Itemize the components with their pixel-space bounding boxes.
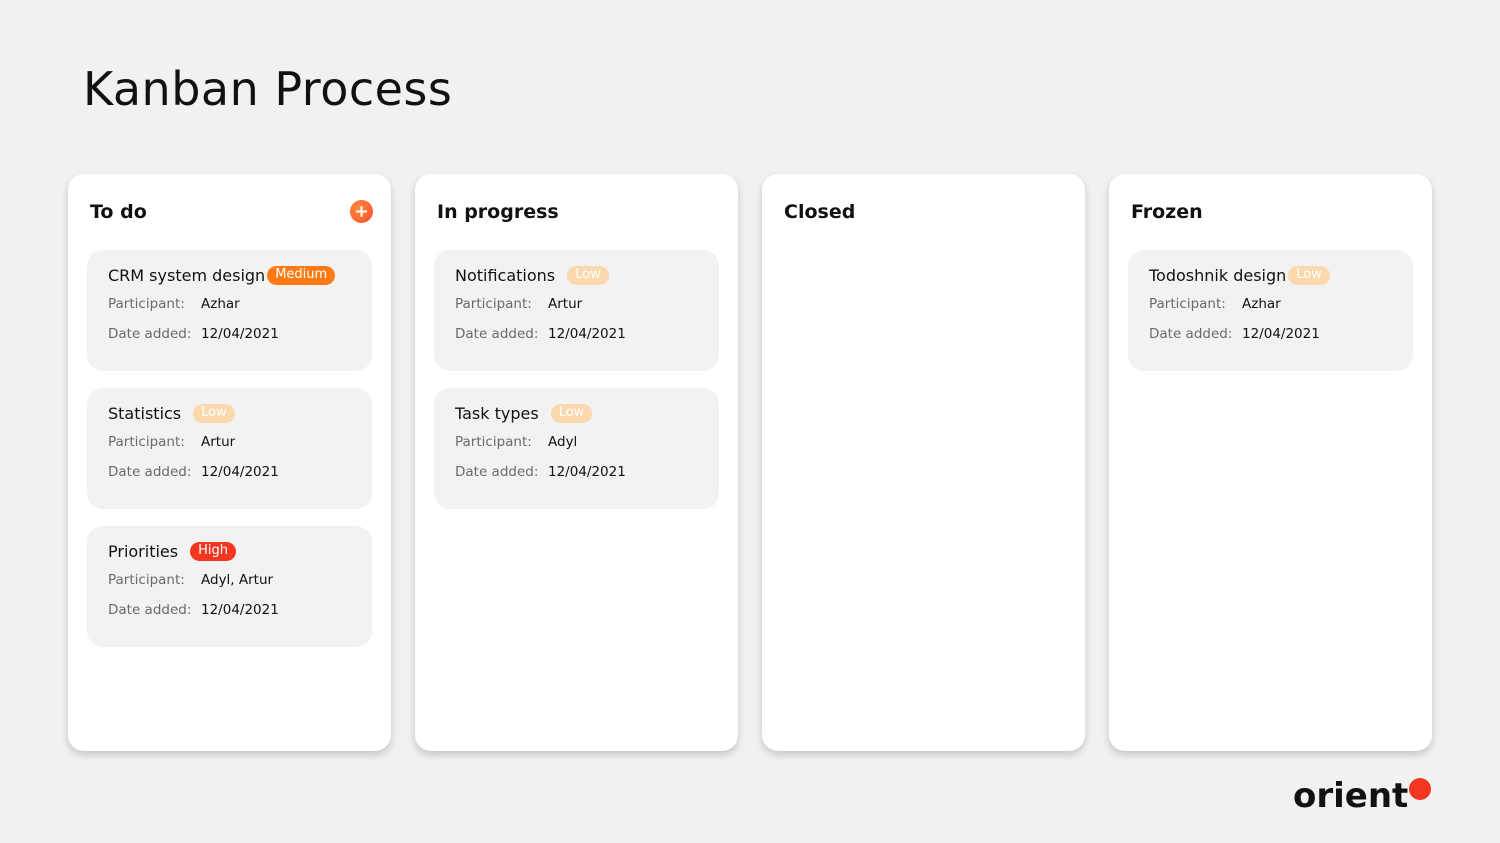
priority-badge: Low (193, 403, 235, 423)
participant-value: Artur (548, 296, 583, 312)
task-card[interactable]: Todoshnik design Low Participant: Azhar … (1128, 250, 1413, 371)
column-header: Closed (781, 174, 1066, 250)
date-label: Date added: (1149, 326, 1233, 342)
priority-badge: Low (567, 265, 609, 285)
task-title: Statistics (108, 403, 182, 423)
card-list: CRM system design Medium Participant: Az… (87, 250, 372, 647)
date-value: 12/04/2021 (201, 464, 279, 480)
participant-value: Azhar (1242, 296, 1281, 312)
column-title: In progress (437, 201, 559, 223)
task-title: Priorities (108, 541, 179, 561)
column-header: Frozen (1128, 174, 1413, 250)
participant-value: Adyl (548, 434, 578, 450)
column-to-do: To do CRM system design Medium Participa… (68, 174, 391, 751)
priority-badge: Medium (267, 265, 336, 285)
task-title: Task types (455, 403, 539, 423)
date-value: 12/04/2021 (201, 602, 279, 618)
task-card[interactable]: Statistics Low Participant: Artur Date a… (87, 388, 372, 509)
task-card[interactable]: CRM system design Medium Participant: Az… (87, 250, 372, 371)
participant-value: Adyl, Artur (201, 572, 274, 588)
column-title: Closed (784, 201, 856, 223)
participant-label: Participant: (455, 296, 532, 312)
participant-label: Participant: (108, 572, 185, 588)
participant-label: Participant: (1149, 296, 1226, 312)
date-label: Date added: (108, 326, 192, 342)
participant-label: Participant: (108, 434, 185, 450)
plus-icon (356, 205, 367, 217)
column-title: Frozen (1131, 201, 1203, 223)
date-label: Date added: (455, 326, 539, 342)
date-label: Date added: (108, 602, 192, 618)
date-value: 12/04/2021 (1242, 326, 1320, 342)
date-value: 12/04/2021 (548, 464, 626, 480)
logo-dot (1409, 778, 1432, 800)
date-label: Date added: (108, 464, 192, 480)
participant-label: Participant: (108, 296, 185, 312)
task-card[interactable]: Notifications Low Participant: Artur Dat… (434, 250, 719, 371)
task-card[interactable]: Priorities High Participant: Adyl, Artur… (87, 526, 372, 647)
add-task-button[interactable] (350, 199, 373, 223)
kanban-board: To do CRM system design Medium Participa… (68, 174, 1432, 751)
task-title: Todoshnik design (1149, 265, 1287, 285)
card-list: Notifications Low Participant: Artur Dat… (434, 250, 719, 509)
date-label: Date added: (455, 464, 539, 480)
brand-logo: orient (1293, 776, 1432, 816)
date-value: 12/04/2021 (201, 326, 279, 342)
priority-badge: High (190, 541, 236, 561)
participant-label: Participant: (455, 434, 532, 450)
column-closed: Closed (762, 174, 1085, 751)
column-header: In progress (434, 174, 719, 250)
task-title: Notifications (455, 265, 556, 285)
task-card[interactable]: Task types Low Participant: Adyl Date ad… (434, 388, 719, 509)
priority-badge: Low (550, 403, 593, 423)
column-title: To do (90, 201, 147, 223)
column-frozen: Frozen Todoshnik design Low Participant:… (1109, 174, 1432, 751)
page-title: Kanban Process (83, 62, 453, 116)
task-title: CRM system design (108, 265, 266, 285)
priority-badge: Low (1288, 265, 1330, 285)
column-in-progress: In progress Notifications Low Participan… (415, 174, 738, 751)
column-header: To do (87, 174, 373, 250)
card-list: Todoshnik design Low Participant: Azhar … (1128, 250, 1413, 371)
date-value: 12/04/2021 (548, 326, 626, 342)
participant-value: Azhar (201, 296, 240, 312)
logo-text: orient (1293, 776, 1409, 816)
participant-value: Artur (201, 434, 236, 450)
